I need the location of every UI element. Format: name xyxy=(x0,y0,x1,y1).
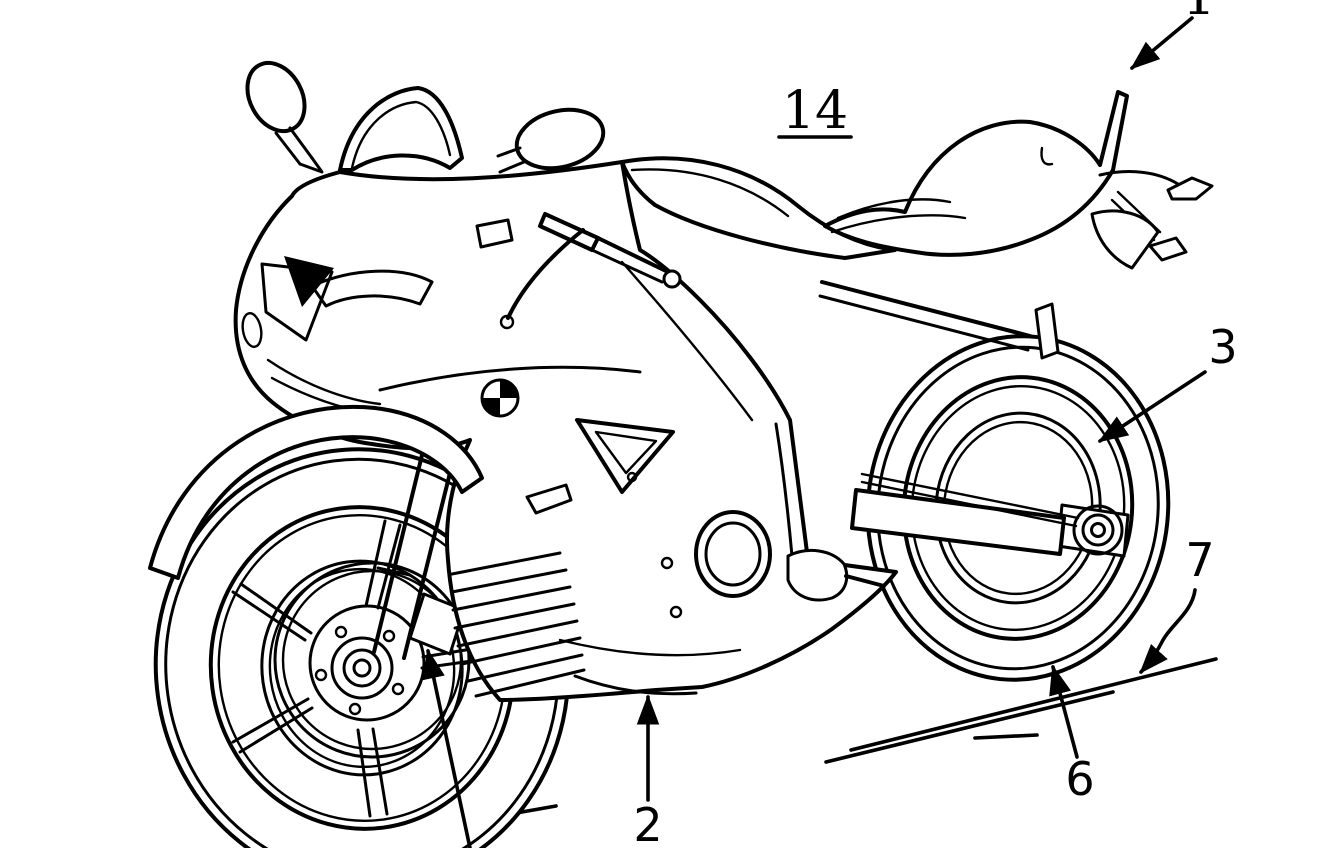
brake-lever xyxy=(506,228,585,320)
lower-vent-wedge xyxy=(525,483,573,515)
leader-line-front-brake xyxy=(422,648,472,848)
brand-roundel xyxy=(480,378,520,418)
callout-6-leader xyxy=(1049,664,1079,759)
callout-7-leader xyxy=(1139,588,1197,674)
callout-2: 2 xyxy=(633,694,663,848)
annotations: 14 1 3 7 6 2 xyxy=(422,0,1238,848)
rear-wheel xyxy=(865,334,1171,682)
rear-mudflap xyxy=(1090,209,1160,270)
nose-vent xyxy=(310,269,434,308)
rear-signal-cluster xyxy=(1090,170,1214,270)
windscreen xyxy=(338,86,464,172)
subframe xyxy=(818,280,1060,360)
side-vent-triangle xyxy=(575,418,675,494)
callout-2-label: 2 xyxy=(633,798,662,848)
passenger-peg-bracket xyxy=(1034,302,1060,360)
nose-signal xyxy=(241,311,263,349)
turn-signal-lower xyxy=(1148,236,1188,262)
reservoir-box xyxy=(475,218,514,249)
callout-3-leader xyxy=(1097,370,1207,443)
radiator-grille xyxy=(450,551,586,698)
engine-cover xyxy=(660,510,818,619)
callout-7: 7 xyxy=(1139,533,1215,674)
callout-3: 3 xyxy=(1097,320,1238,443)
fuel-tank xyxy=(620,156,897,260)
headlight-opening xyxy=(260,262,334,342)
callout-6-label: 6 xyxy=(1065,752,1094,806)
ground-line-rear-2 xyxy=(824,690,1115,764)
mirror-left xyxy=(245,60,324,174)
exhaust-footpeg xyxy=(786,549,886,602)
ground-line-rear-3 xyxy=(973,733,1039,740)
seat-tail xyxy=(823,90,1129,257)
fairing-body xyxy=(233,160,898,702)
front-fender xyxy=(148,404,484,580)
figure-number-label: 14 xyxy=(782,81,848,141)
mirror-right xyxy=(496,107,606,174)
tail-mark xyxy=(1040,146,1054,166)
callout-1-leader xyxy=(1130,16,1194,70)
swingarm xyxy=(850,472,1080,556)
callout-3-label: 3 xyxy=(1208,320,1237,374)
callout-1: 1 xyxy=(1130,0,1216,70)
callout-7-label: 7 xyxy=(1185,533,1214,587)
ground-line-rear-main xyxy=(849,657,1218,752)
handlebar xyxy=(475,212,682,330)
callout-6: 6 xyxy=(1049,664,1095,806)
bar-end xyxy=(662,269,682,289)
turn-signal-upper xyxy=(1166,176,1214,201)
